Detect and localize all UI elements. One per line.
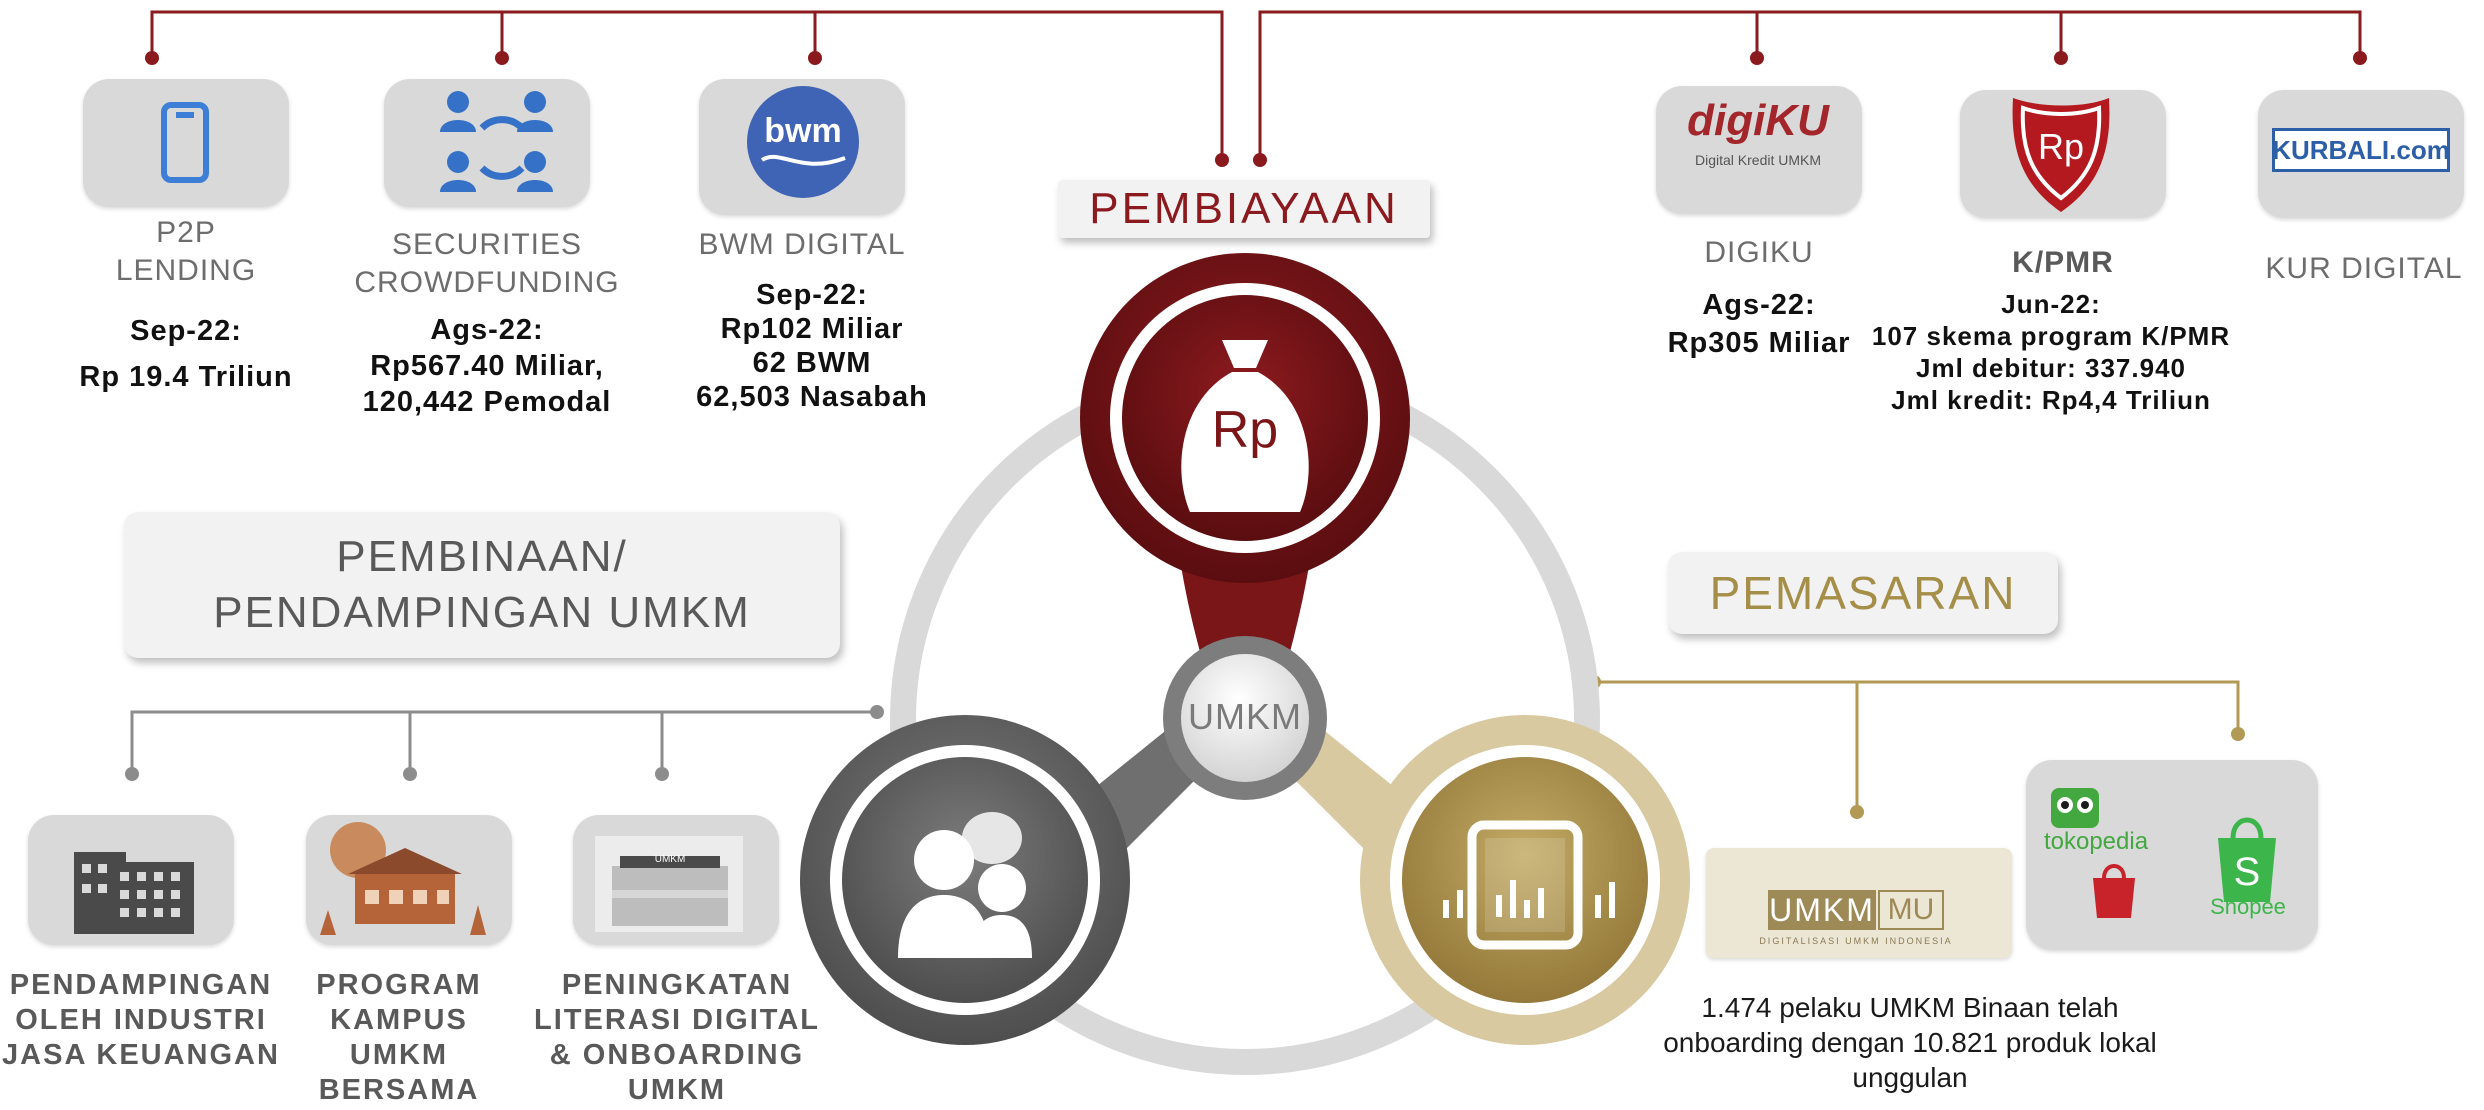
kurbali-logo-text: KURBALI.com xyxy=(2272,134,2450,165)
digiku-logo-text: digiKU xyxy=(1687,96,1829,145)
pembinaan-connector xyxy=(130,710,877,774)
kur-digital-caption: KUR DIGITAL xyxy=(2265,252,2463,285)
p2p-lending-stats: Sep-22: Rp 19.4 Triliun xyxy=(79,315,293,393)
digiku-logo-sub: Digital Kredit UMKM xyxy=(1694,152,1822,168)
pendampingan-tile xyxy=(28,815,234,945)
umkmmu-logo-right: MU xyxy=(1878,890,1944,930)
mobile-chart-icon xyxy=(1443,820,1615,950)
pembinaan-title: PEMBINAAN/ PENDAMPINGAN UMKM xyxy=(124,512,840,658)
digiku-caption: DIGIKU xyxy=(1704,236,1814,269)
pembiayaan-left-connector xyxy=(150,10,1224,160)
pembiayaan-right-connector xyxy=(1258,10,2362,160)
kampus-tile xyxy=(306,815,512,945)
tokopedia-label: tokopedia xyxy=(2043,828,2149,855)
securities-crowdfunding-stats: Ags-22: Rp567.40 Miliar, 120,442 Pemodal xyxy=(362,314,612,418)
pemasaran-title: PEMASARAN xyxy=(1668,552,2058,634)
securities-crowdfunding-caption: SECURITIES CROWDFUNDING xyxy=(354,228,620,299)
umkmmu-logo-left: UMKM xyxy=(1768,890,1876,930)
bwm-digital-caption: BWM DIGITAL xyxy=(698,228,906,261)
literasi-caption: PENINGKATAN LITERASI DIGITAL & ONBOARDIN… xyxy=(533,969,820,1106)
kpmr-logo-text: Rp xyxy=(2037,126,2085,167)
center-umkm-label: UMKM xyxy=(1188,696,1302,737)
pemasaran-connector xyxy=(1594,680,2240,812)
storefront-sign-text: UMKM xyxy=(654,854,686,865)
kpmr-caption: K/PMR xyxy=(2012,246,2114,279)
money-bag-rp-label: Rp xyxy=(1211,401,1279,459)
pembiayaan-title: PEMBIAYAAN xyxy=(1058,180,1430,238)
umkmmu-logo-sub: DIGITALISASI UMKM INDONESIA xyxy=(1759,936,1953,946)
securities-crowdfunding-tile xyxy=(384,79,590,207)
people-icon xyxy=(898,812,1032,958)
p2p-lending-tile xyxy=(83,79,289,207)
kampus-caption: PROGRAM KAMPUS UMKM BERSAMA xyxy=(316,969,482,1106)
kpmr-stats: Jun-22: 107 skema program K/PMR Jml debi… xyxy=(1871,289,2231,415)
umkmmu-logo: UMKM MU DIGITALISASI UMKM INDONESIA xyxy=(1706,848,2012,958)
money-bag-icon xyxy=(1181,340,1309,512)
p2p-lending-caption: P2P LENDING xyxy=(115,216,257,287)
literasi-tile xyxy=(573,815,779,945)
digiku-stats: Ags-22: Rp305 Miliar xyxy=(1667,289,1851,359)
pendampingan-caption: PENDAMPINGAN OLEH INDUSTRI JASA KEUANGAN xyxy=(2,969,280,1071)
digiku-tile xyxy=(1656,86,1862,214)
kurbali-logo: KURBALI.com xyxy=(2272,128,2450,172)
pemasaran-description: 1.474 pelaku UMKM Binaan telah onboardin… xyxy=(1663,992,2157,1093)
shopee-label: Shopee xyxy=(2210,894,2286,919)
bwm-digital-stats: Sep-22: Rp102 Miliar 62 BWM 62,503 Nasab… xyxy=(696,279,928,413)
bwm-logo-text: bwm xyxy=(764,112,842,150)
